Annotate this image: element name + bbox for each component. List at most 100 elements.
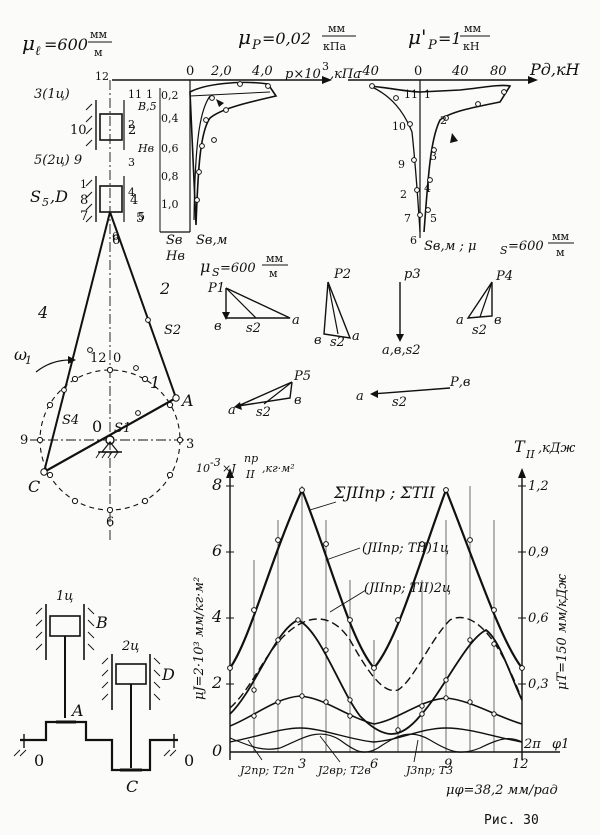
mu-p-subscript: P xyxy=(251,38,261,53)
x-end-label: 2π xyxy=(523,737,541,752)
right-axis-title-unit: ,кДж xyxy=(538,441,575,456)
tri4-label-s2: s2 xyxy=(472,323,487,338)
sketch-cyl-1: 1ц xyxy=(56,589,73,604)
tri6-pole: Р,в xyxy=(449,375,470,390)
bottom-label-2: J2вр; T2в xyxy=(316,764,371,777)
left-axis-title-base: 10 xyxy=(196,462,210,475)
curve-middle xyxy=(229,695,523,727)
circle-number-6: 6 xyxy=(106,515,114,530)
force-mu-s-unit-num: мм xyxy=(552,230,570,243)
slider-b xyxy=(99,113,123,141)
x-var-label: φ1 xyxy=(552,737,569,752)
slider-number-6: 6 xyxy=(112,233,120,248)
crank-sketch-labels: 1ц 2ц B D A C 0 0 xyxy=(34,589,194,796)
force-plot xyxy=(348,76,538,238)
s2-label: S2 xyxy=(164,323,181,338)
mu-p2-unit-den: кН xyxy=(463,40,479,53)
pressure-label-hb: Hв xyxy=(137,142,154,155)
tri5-pole: P5 xyxy=(293,369,311,384)
right-tick-03: 0,3 xyxy=(528,677,549,692)
sum-curve xyxy=(229,486,523,670)
scale-mu-p-prime: μ' P =1 мм кН xyxy=(408,22,490,53)
sb-axis-label: Sв,м xyxy=(196,233,227,248)
sketch-a-label: A xyxy=(70,701,84,720)
mu-l-symbol: μ xyxy=(22,31,35,55)
omega-label: ω xyxy=(14,345,27,364)
pressure-plot xyxy=(112,76,332,233)
sd-rest: ,D xyxy=(50,187,68,206)
right-axis-title-sub: II xyxy=(525,448,535,461)
mu-p-value: =0,02 xyxy=(262,29,311,48)
tri5-label-a: a xyxy=(228,403,236,418)
left-number-10: 10 xyxy=(70,123,87,138)
velocity-triangle-labels: P1 в s2 a P2 в s2 a p3 a,в,s2 P4 a в s2 … xyxy=(207,267,513,420)
curve-lower xyxy=(229,727,523,743)
right-tick-09: 0,9 xyxy=(528,545,549,560)
mu-p2-value: =1 xyxy=(438,29,462,48)
mu-phi-label: μφ=38,2 мм/рад xyxy=(446,783,558,798)
x-tick-3: 3 xyxy=(298,757,306,772)
pressure-points xyxy=(194,81,271,203)
mu-s-unit-num: мм xyxy=(266,252,284,265)
sketch-cyl-2: 2ц xyxy=(121,639,139,654)
omega-subscript: 1 xyxy=(25,354,32,367)
curve-cylinder-2 xyxy=(229,616,523,709)
pressure-label-4: 4 xyxy=(128,186,135,199)
left-axis-title-sym: ×J xyxy=(222,462,236,475)
circle-number-0: 0 xyxy=(113,351,121,366)
force-sb-axis: Sв,м ; μ xyxy=(424,239,476,254)
triangle-1 xyxy=(222,287,291,320)
mu-p2-subscript: P xyxy=(427,38,437,53)
crank xyxy=(43,397,177,473)
header-scales: μ ℓ =600 мм м μ P =0,02 мм кПа μ' P =1 м… xyxy=(22,22,490,59)
mu-p-unit-num: мм xyxy=(328,22,346,35)
pressure-top-label: 12 xyxy=(95,70,109,83)
tri3-pole: p3 xyxy=(404,267,421,282)
pressure-tick-0: 0 xyxy=(186,64,194,79)
mu-p2-unit-num: мм xyxy=(464,22,482,35)
force-tick-2: 40 xyxy=(451,64,469,79)
tri3-label: a,в,s2 xyxy=(382,343,421,358)
pressure-label-1: 1 xyxy=(146,88,153,101)
pressure-label-b5: B,5 xyxy=(137,100,157,113)
crank-label: 1 xyxy=(150,373,160,392)
force-label-10: 10 xyxy=(392,120,406,133)
velocity-triangles xyxy=(222,281,493,410)
slider-number-4: 4 xyxy=(130,193,138,208)
side-tick-3: 0,8 xyxy=(161,170,179,183)
mu-s-value: =600 xyxy=(220,261,256,276)
point-c-label: C xyxy=(28,477,40,496)
tri4-pole: P4 xyxy=(495,269,513,284)
force-label-2a: 2 xyxy=(440,114,447,127)
mu-l-subscript: ℓ xyxy=(35,44,41,59)
force-mu-s-value: =600 xyxy=(508,239,544,254)
force-tick-3: 80 xyxy=(490,64,507,79)
tri4-label-a: a xyxy=(456,313,464,328)
tri5-label-s2: s2 xyxy=(256,405,271,420)
sd-subscript: 5 xyxy=(42,196,49,209)
pressure-label-3: 3 xyxy=(128,156,135,169)
left-tick-2: 2 xyxy=(211,673,222,692)
mu-j-label: μJ=2·10³ мм/кг·м² xyxy=(192,577,207,700)
link-4-label: 4 xyxy=(37,303,48,322)
inertia-grid xyxy=(253,486,495,752)
x-tick-12: 12 xyxy=(512,757,529,772)
slider-number-2: 2 xyxy=(128,123,136,138)
mu-s-unit-den: м xyxy=(269,267,278,280)
tri2-label-b: в xyxy=(314,333,322,348)
point-o-label: 0 xyxy=(92,417,102,436)
pressure-label-6: 6 xyxy=(112,230,119,243)
bottom-label-1: J2пр; T2п xyxy=(238,764,294,777)
pressure-label-5: 5 xyxy=(138,210,145,223)
force-label-1: 1 xyxy=(424,88,431,101)
sketch-o-right: 0 xyxy=(184,751,194,770)
side-tick-0: 0,2 xyxy=(161,89,179,102)
sb-label: Sв xyxy=(166,233,182,248)
pressure-plot-labels: 0 2,0 4,0 p×10 3 ,кПа 12 0,2 0,4 0,6 0,8… xyxy=(95,60,361,280)
force-label-3: 3 xyxy=(430,150,437,163)
force-label-6: 6 xyxy=(410,234,417,247)
bottom-label-3: J3пр; T3 xyxy=(404,764,453,777)
force-label-9: 9 xyxy=(398,158,405,171)
sketch-c-label: C xyxy=(126,777,138,796)
